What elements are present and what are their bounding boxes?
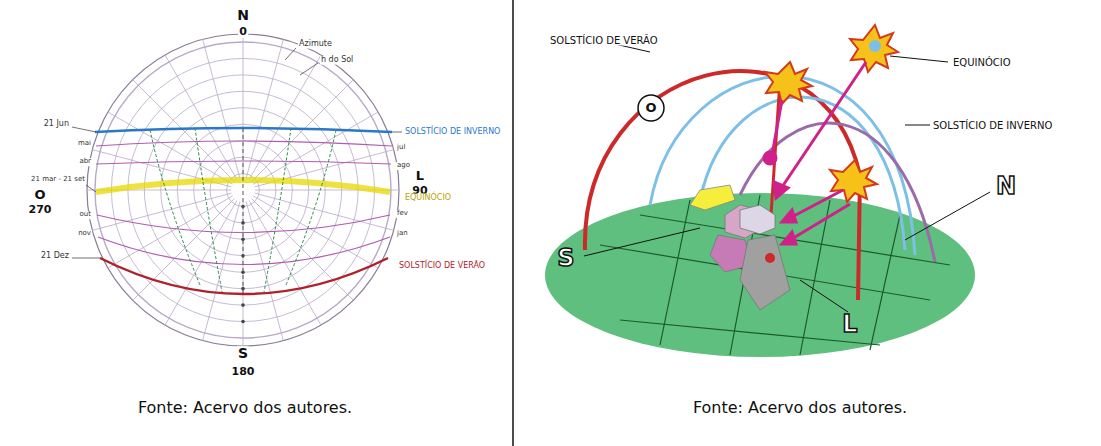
- date-label: 21 Dez: [40, 252, 70, 261]
- sun-chart-grid: [87, 34, 399, 346]
- solstice-label: SOLSTÍCIO DE INVERNO: [932, 120, 1053, 131]
- equinox-label: EQUINÓCIO: [404, 194, 452, 203]
- azimuth-number: 0: [238, 26, 248, 38]
- solstice-label: SOLSTÍCIO DE VERÃO: [398, 262, 486, 271]
- compass-letter: S: [237, 346, 249, 361]
- axis-name: h do Sol: [320, 56, 354, 65]
- axis-name: Azimute: [298, 40, 333, 49]
- month-label: abr: [78, 158, 92, 166]
- date-label: 21 mar - 21 set: [30, 176, 86, 184]
- compass-letter: L: [415, 169, 425, 183]
- compass-letter: O: [644, 101, 657, 115]
- sun-paths: [72, 48, 402, 294]
- date-label: 21 Jun: [43, 120, 70, 129]
- sky-dome-illustration: [545, 25, 990, 357]
- source-caption: Fonte: Acervo dos autores.: [692, 399, 908, 417]
- compass-letter: N: [236, 8, 250, 23]
- azimuth-number: 270: [28, 204, 53, 216]
- month-label: nov: [77, 230, 92, 238]
- source-caption: Fonte: Acervo dos autores.: [137, 399, 353, 417]
- month-label: ago: [396, 162, 411, 170]
- month-label: jan: [396, 230, 409, 238]
- month-label: fev: [396, 210, 409, 218]
- month-label: mai: [77, 140, 92, 148]
- month-label: out: [79, 211, 92, 219]
- compass-letter: S: [556, 245, 575, 271]
- compass-letter: N: [995, 173, 1017, 199]
- compass-letter: L: [841, 311, 858, 337]
- equinox-label: EQUINÓCIO: [952, 57, 1012, 68]
- azimuth-number: 180: [231, 366, 256, 378]
- month-label: jul: [396, 144, 406, 152]
- compass-letter: O: [33, 188, 46, 202]
- solstice-label: SOLSTÍCIO DE VERÃO: [549, 35, 659, 46]
- solstice-label: SOLSTÍCIO DE INVERNO: [404, 128, 501, 137]
